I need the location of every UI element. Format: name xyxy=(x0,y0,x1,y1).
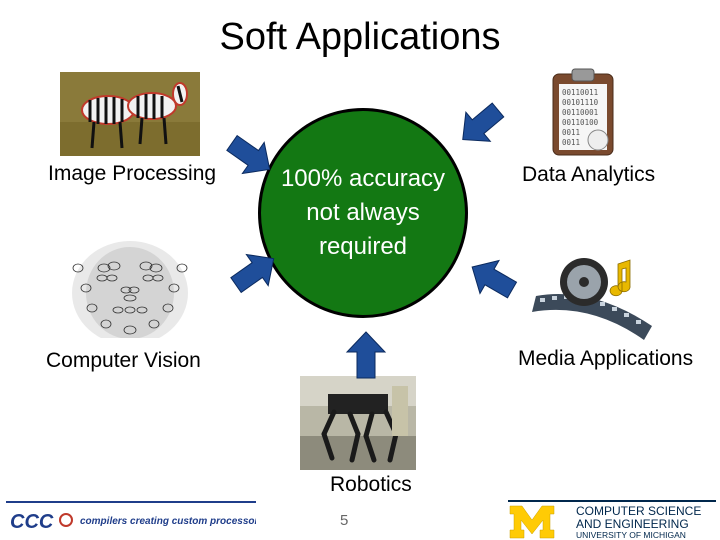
arrow-icon xyxy=(220,126,282,186)
cse-line2: AND ENGINEERING xyxy=(576,517,689,531)
film-reel-music-icon xyxy=(532,256,660,342)
ccc-tagline: compilers creating custom processors xyxy=(80,516,256,527)
robot-photo xyxy=(300,376,416,470)
arrow-icon xyxy=(462,250,522,307)
zebra-image xyxy=(60,72,200,156)
digits-row: 00110100 xyxy=(562,118,599,127)
center-circle-text: 100% accuracy not always required xyxy=(280,165,446,260)
data-analytics-label: Data Analytics xyxy=(522,163,656,186)
slide-title: Soft Applications xyxy=(219,16,501,58)
center-circle: 100% accuracy not always required xyxy=(258,108,468,318)
digits-row: 0011 xyxy=(562,128,580,137)
ccc-logo-text: CCC xyxy=(10,511,54,533)
robotics-label: Robotics xyxy=(330,473,412,496)
digits-row: 00110011 xyxy=(562,88,598,97)
cse-line1: COMPUTER SCIENCE xyxy=(576,504,701,518)
page-number: 5 xyxy=(340,512,349,529)
cse-line3: UNIVERSITY OF MICHIGAN xyxy=(576,530,686,540)
umich-cse-logo: COMPUTER SCIENCE AND ENGINEERING UNIVERS… xyxy=(508,500,716,540)
digits-row: 00101110 xyxy=(562,98,599,107)
arrow-icon xyxy=(346,331,386,379)
arrow-icon xyxy=(450,94,511,155)
media-applications-label: Media Applications xyxy=(518,347,694,370)
image-processing-label: Image Processing xyxy=(48,162,217,185)
arrow-icon xyxy=(224,242,286,302)
digits-row: 0011 xyxy=(562,138,580,147)
clipboard-data-icon: 00110011 00101110 00110001 00110100 0011… xyxy=(552,68,614,156)
ccc-logo: CCC compilers creating custom processors xyxy=(6,500,256,536)
face-landmarks-image xyxy=(56,238,204,338)
digits-row: 00110001 xyxy=(562,108,598,117)
computer-vision-label: Computer Vision xyxy=(46,349,201,372)
